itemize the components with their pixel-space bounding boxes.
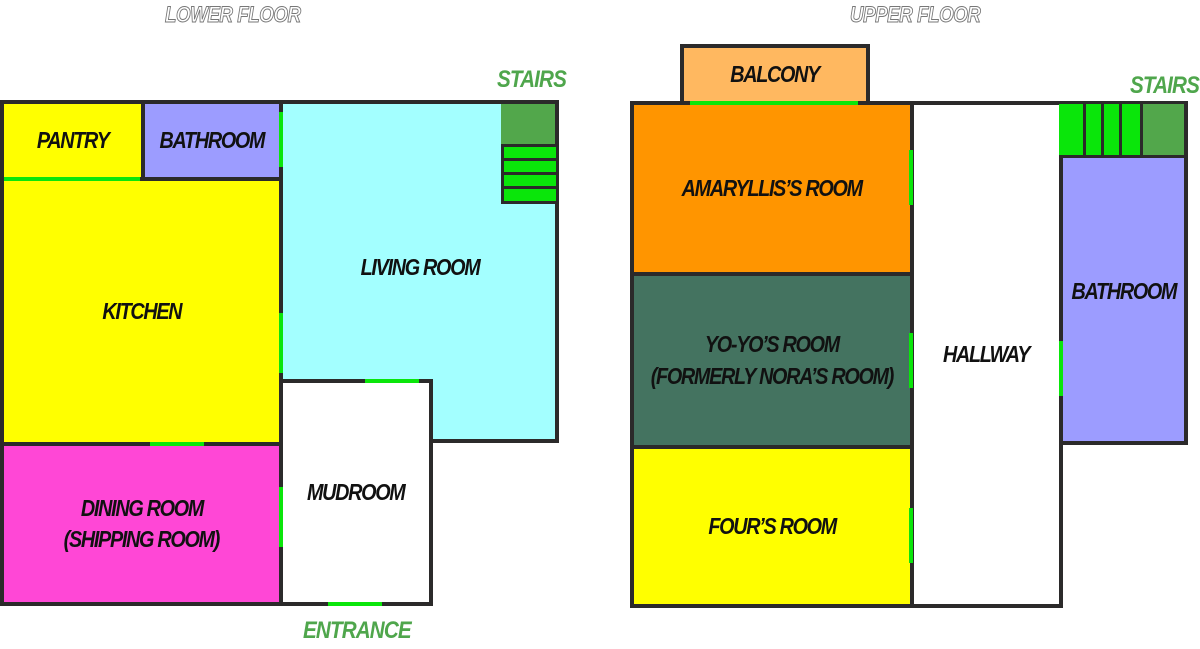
door-entrance[interactable] bbox=[328, 602, 382, 606]
mudroom-label: MUDROOM bbox=[307, 478, 406, 505]
four-room-label: FOUR’S ROOM bbox=[708, 512, 837, 539]
door-pantry-kitchen[interactable] bbox=[4, 177, 140, 181]
four-room[interactable]: FOUR’S ROOM bbox=[630, 445, 914, 608]
lower-bathroom-label: BATHROOM bbox=[159, 126, 266, 153]
lower-stairs-landing bbox=[501, 100, 559, 147]
upper-stair-step bbox=[1119, 104, 1143, 158]
lower-stairs[interactable] bbox=[501, 100, 559, 204]
door-kitchen-living[interactable] bbox=[279, 313, 283, 373]
upper-stairs-label: STAIRS bbox=[1130, 72, 1200, 99]
door-kitchen-dining[interactable] bbox=[150, 442, 204, 446]
door-four-hallway[interactable] bbox=[909, 508, 913, 563]
living-room-label: LIVING ROOM bbox=[360, 254, 481, 280]
lower-stairs-label: STAIRS bbox=[497, 66, 567, 93]
hallway-room[interactable]: HALLWAY bbox=[909, 101, 1063, 608]
balcony-label: BALCONY bbox=[730, 61, 821, 88]
upper-floor-title: UPPER FLOOR bbox=[850, 2, 982, 28]
door-balcony-amaryllis[interactable] bbox=[690, 101, 858, 105]
upper-stairs-landing bbox=[1140, 104, 1188, 158]
amaryllis-room[interactable]: AMARYLLIS’S ROOM bbox=[630, 101, 914, 276]
pantry-room[interactable]: PANTRY bbox=[0, 100, 145, 181]
upper-bathroom-room[interactable]: BATHROOM bbox=[1059, 154, 1188, 445]
lower-floor-title: LOWER FLOOR bbox=[165, 2, 302, 28]
dining-room[interactable]: DINING ROOM (SHIPPING ROOM) bbox=[0, 442, 283, 606]
upper-stair-step bbox=[1059, 104, 1086, 158]
lower-bathroom-room[interactable]: BATHROOM bbox=[141, 100, 283, 181]
yoyo-room[interactable]: YO-YO’S ROOM (FORMERLY NORA’S ROOM) bbox=[630, 272, 914, 449]
door-bathroom-hallway[interactable] bbox=[1059, 341, 1063, 396]
upper-bathroom-label: BATHROOM bbox=[1071, 278, 1177, 304]
yoyo-room-label: YO-YO’S ROOM bbox=[704, 331, 840, 358]
mudroom-room[interactable]: MUDROOM bbox=[279, 379, 433, 606]
kitchen-room[interactable]: KITCHEN bbox=[0, 177, 283, 446]
door-mudroom-living[interactable] bbox=[365, 379, 419, 383]
amaryllis-room-label: AMARYLLIS’S ROOM bbox=[681, 174, 863, 201]
dining-room-sublabel: (SHIPPING ROOM) bbox=[63, 526, 221, 552]
yoyo-room-sublabel: (FORMERLY NORA’S ROOM) bbox=[650, 362, 895, 389]
lower-stair-step bbox=[501, 186, 559, 204]
door-bathroom-living[interactable] bbox=[279, 112, 283, 167]
hallway-label: HALLWAY bbox=[942, 340, 1030, 367]
entrance-label: ENTRANCE bbox=[303, 617, 412, 644]
kitchen-label: KITCHEN bbox=[102, 297, 182, 324]
pantry-label: PANTRY bbox=[36, 126, 110, 153]
dining-room-label: DINING ROOM bbox=[80, 494, 203, 521]
door-yoyo-hallway[interactable] bbox=[909, 333, 913, 388]
door-dining-mudroom[interactable] bbox=[279, 487, 283, 547]
balcony-room[interactable]: BALCONY bbox=[680, 44, 870, 106]
upper-stairs[interactable] bbox=[1059, 101, 1188, 158]
door-amaryllis-hallway[interactable] bbox=[909, 150, 913, 205]
